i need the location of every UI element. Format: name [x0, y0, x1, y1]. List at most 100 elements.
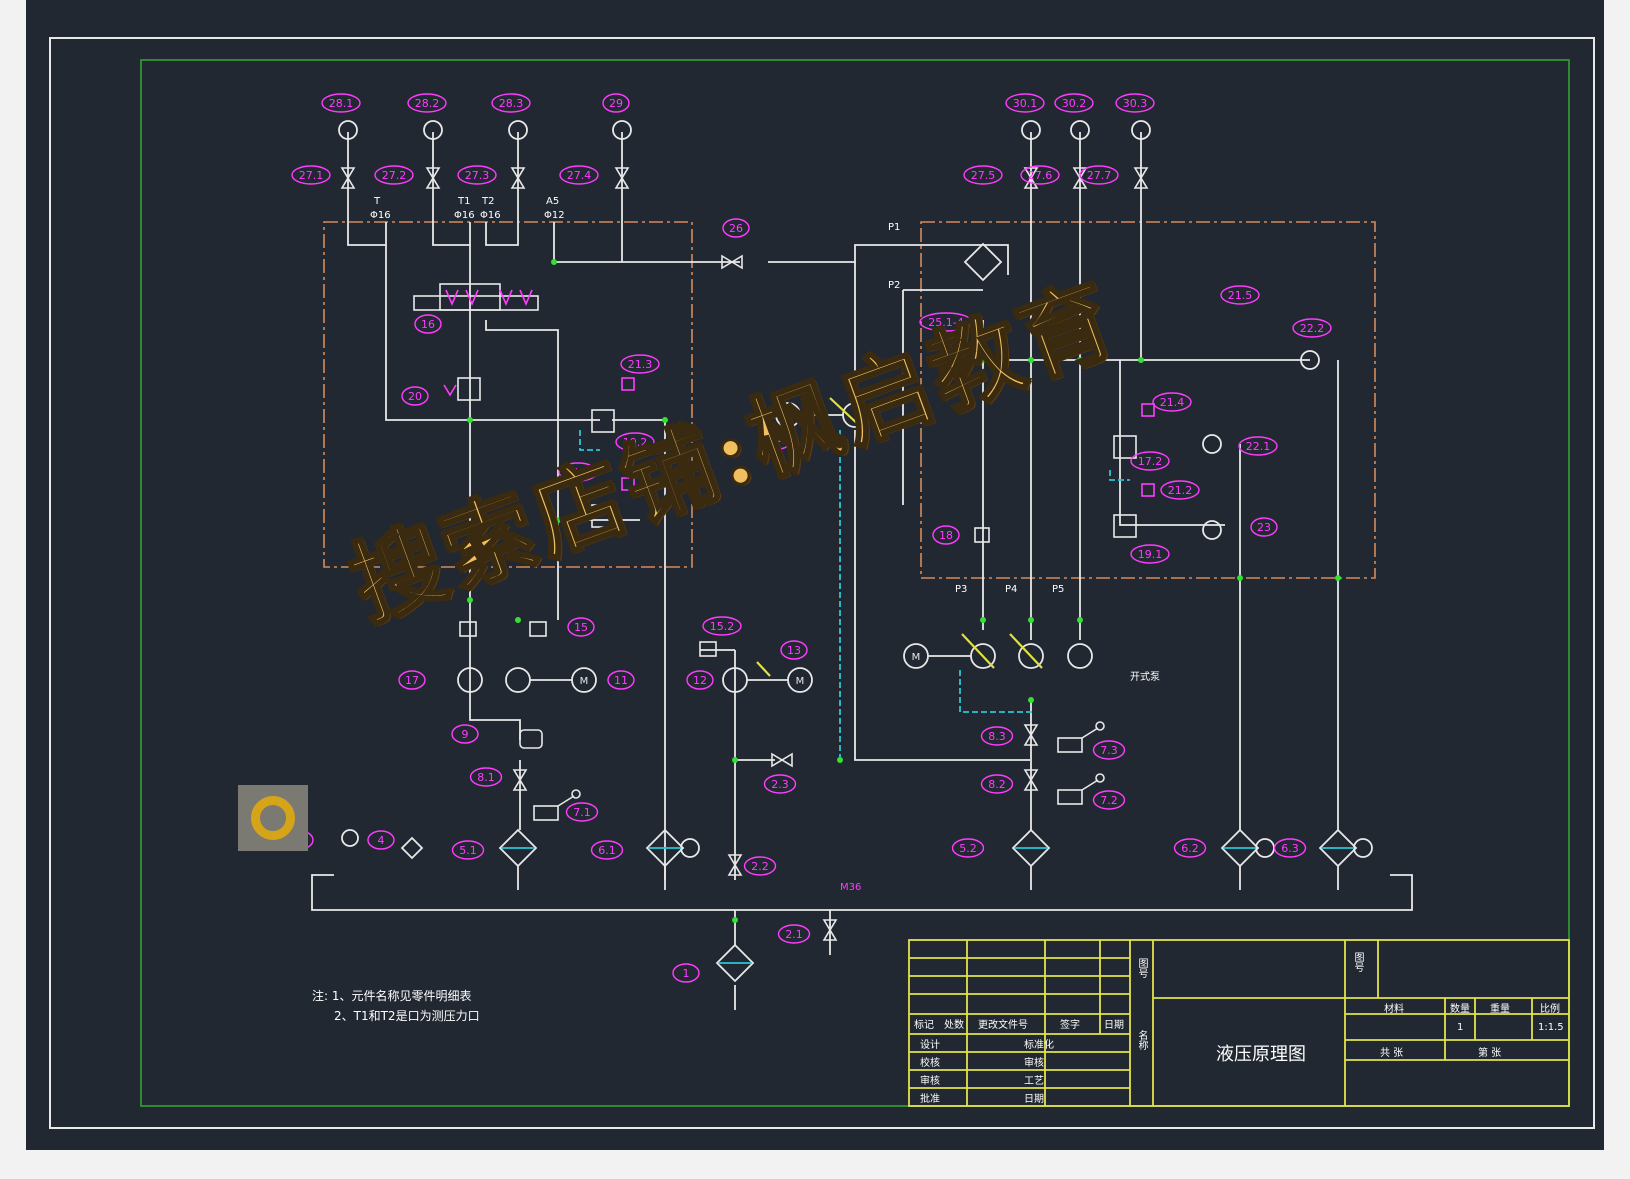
callout-22-2: 22.2 [1292, 318, 1332, 338]
callout-15-2: 15.2 [702, 616, 742, 636]
callout-text: 2.3 [771, 778, 789, 791]
tb-header-4: 签字 [1060, 1020, 1080, 1031]
shutoff-valves [340, 167, 1149, 941]
tb-row-1-a: 设计 [920, 1040, 940, 1051]
filters [341, 828, 1373, 983]
callout-ellipse [291, 165, 331, 185]
callout-text: 22.2 [1300, 322, 1325, 335]
callout-text: 27.3 [465, 169, 490, 182]
tb-side-2: 名称 [1136, 1030, 1147, 1050]
callout-ellipse [686, 670, 714, 690]
spring-symbols [443, 289, 1155, 497]
callout-text: 27.7 [1087, 169, 1112, 182]
callout-ellipse [559, 165, 599, 185]
callout-text: 28.2 [415, 97, 440, 110]
tb-header-2: 处数 [944, 1020, 964, 1031]
port-p2: P2 [888, 280, 901, 291]
pump-note: 开式泵 [1130, 672, 1160, 683]
callout-text: 15.2 [710, 620, 735, 633]
svg-text:M: M [784, 411, 793, 422]
callout-12: 12 [686, 670, 714, 690]
callout-20: 20 [401, 386, 429, 406]
pressure-switches [533, 721, 1105, 821]
inner-frame [140, 59, 1570, 1107]
callout-ellipse [951, 838, 985, 858]
callout-26: 26 [722, 218, 750, 238]
tb-row-3-b: 工艺 [1024, 1076, 1044, 1087]
tb-side-3: 图号 [1352, 952, 1363, 972]
callout-21-2: 21.2 [1160, 480, 1200, 500]
callout-ellipse [1160, 480, 1200, 500]
callout-27-4: 27.4 [559, 165, 599, 185]
callout-ellipse [963, 165, 1003, 185]
tb-row-4-a: 批准 [920, 1094, 940, 1105]
svg-text:M: M [912, 652, 921, 663]
callout-ellipse [919, 312, 973, 332]
callout-ellipse [1079, 165, 1119, 185]
tb-row-2-b: 审核 [1024, 1058, 1044, 1069]
callout-text: 23 [1257, 521, 1271, 534]
callout-ellipse [980, 774, 1014, 794]
callout-text: 19.1 [1138, 548, 1163, 561]
callout-ellipse [764, 430, 792, 450]
callout-ellipse [1292, 318, 1332, 338]
callout-7-2: 7.2 [1092, 790, 1126, 810]
callout-text: 26 [729, 222, 743, 235]
svg-text:M: M [796, 676, 805, 687]
callout-text: 7.1 [573, 806, 591, 819]
callout-text: 21.3 [628, 358, 653, 371]
callout-text: 16 [421, 318, 435, 331]
tb-right-3: 重量 [1490, 1004, 1510, 1015]
port-p5: P5 [1052, 584, 1065, 595]
callout-ellipse [451, 724, 479, 744]
callout-text: 21.4 [1160, 396, 1185, 409]
callout-text: 4 [378, 834, 385, 847]
callout-text: 29 [609, 97, 623, 110]
callout-text: 7.3 [1100, 744, 1118, 757]
title-block-frame [908, 939, 1570, 1107]
callout-text: 2.1 [785, 928, 803, 941]
callout-ellipse [932, 525, 960, 545]
port-p3: P3 [955, 584, 968, 595]
callout-text: 19.2 [623, 436, 648, 449]
port-size-t1: Φ16 [454, 210, 475, 221]
callout-text: 6.3 [1281, 842, 1299, 855]
callout-ellipse [565, 802, 599, 822]
callout-text: 12 [693, 674, 707, 687]
callout-text: 15 [574, 621, 588, 634]
callout-ellipse [777, 924, 811, 944]
callout-19-2: 19.2 [615, 432, 655, 452]
callout-ellipse [743, 856, 777, 876]
callout-7-3: 7.3 [1092, 740, 1126, 760]
callout-text: 30.2 [1062, 97, 1087, 110]
port-size-t2: Φ16 [480, 210, 501, 221]
callout-ellipse [374, 165, 414, 185]
callout-ellipse [491, 93, 531, 113]
callout-22-1: 22.1 [1238, 436, 1278, 456]
callout-ellipse [1152, 392, 1192, 412]
callout-17-2: 17.2 [1130, 451, 1170, 471]
callout-25-1-4: 25.1-4 [919, 312, 973, 332]
callout-ellipse [398, 670, 426, 690]
callout-ellipse [1220, 285, 1260, 305]
tb-row-1-b: 标准化 [1024, 1040, 1054, 1051]
port-t1: T1 [458, 196, 471, 207]
callout-ellipse [367, 830, 395, 850]
oring-thumbnail [238, 785, 308, 851]
callout-ellipse [590, 840, 624, 860]
callout-text: 1 [683, 967, 690, 980]
callout-ellipse [672, 963, 700, 983]
callout-ellipse [457, 165, 497, 185]
filter-marks [502, 847, 1354, 964]
callout-17: 17 [398, 670, 426, 690]
drawing-title: 液压原理图 [1216, 1044, 1306, 1065]
tb-qty: 1 [1457, 1022, 1464, 1033]
drawing-notes: 注: 1、元件名称见零件明细表 2、T1和T2是口为测压力口 [312, 986, 480, 1026]
tb-right-4: 比例 [1540, 1004, 1560, 1015]
callout-5-1: 5.1 [451, 840, 485, 860]
callout-ellipse [702, 616, 742, 636]
callout-text: 28.1 [329, 97, 354, 110]
callout-13: 13 [780, 640, 808, 660]
callout-23: 23 [1250, 517, 1278, 537]
callout-ellipse [620, 354, 660, 374]
